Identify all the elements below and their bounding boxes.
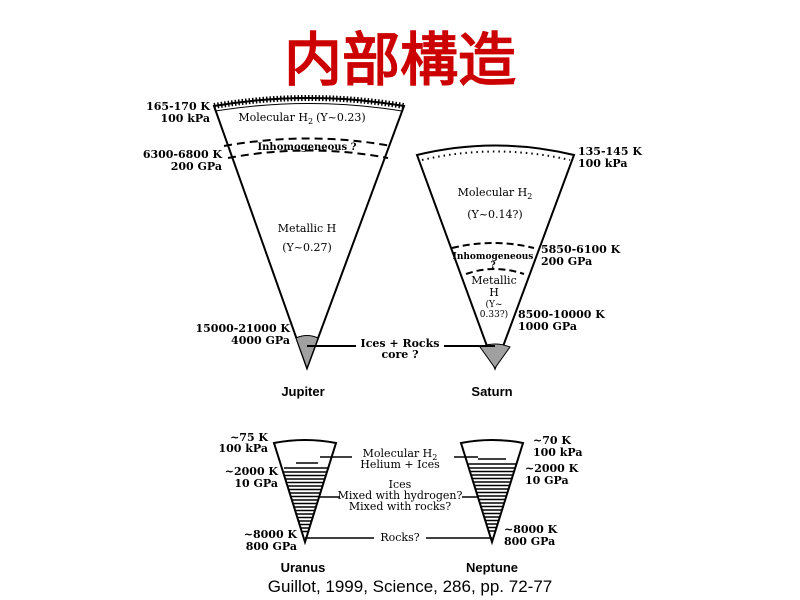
neptune-surface-pressure: 100 kPa — [533, 446, 583, 459]
jupiter-inhomogeneous-lower — [227, 149, 389, 159]
neptune-core-temp: ~8000 K — [504, 523, 558, 536]
saturn-atmosphere-dots — [421, 150, 571, 161]
saturn-inhomogeneous-label: Inhomogeneous — [453, 252, 534, 262]
jupiter-metallic-y: (Y~0.27) — [282, 241, 332, 254]
svg-text:Molecular H2: Molecular H2 — [458, 186, 533, 201]
icegiant-ices-label: Ices — [389, 478, 412, 491]
saturn-core-pressure: 1000 GPa — [518, 320, 577, 333]
saturn-inhomogeneous-q: ? — [490, 261, 495, 271]
neptune-mid-temp: ~2000 K — [525, 462, 579, 475]
neptune-wedge — [459, 439, 525, 546]
jupiter-molecular-label: Molecular H — [238, 111, 308, 124]
saturn-molecular-label: Molecular H — [458, 186, 528, 199]
uranus-core-temp: ~8000 K — [244, 528, 298, 541]
uranus-surface-temp: ~75 K — [230, 431, 268, 444]
citation: Guillot, 1999, Science, 286, pp. 72-77 — [268, 577, 552, 596]
saturn-metallic-y1: (Y~ — [486, 299, 503, 310]
saturn-core — [479, 343, 511, 369]
saturn-mid-pressure: 200 GPa — [541, 255, 592, 268]
saturn-mid-temp: 5850-6100 K — [541, 243, 621, 256]
jupiter-core — [295, 335, 319, 370]
saturn-core-temp: 8500-10000 K — [518, 308, 605, 321]
neptune-mid-pressure: 10 GPa — [525, 474, 569, 487]
uranus-diagram: ~75 K 100 kPa ~2000 K 10 GPa ~8000 K 800… — [218, 431, 338, 575]
svg-text:Molecular H2(Y~0.23): Molecular H2(Y~0.23) — [238, 111, 365, 126]
icegiant-helium-label: Helium + Ices — [360, 458, 440, 471]
saturn-metallic-h: H — [489, 286, 499, 299]
saturn-wedge — [415, 144, 576, 371]
shared-core-callout: Ices + Rocks core ? — [307, 337, 495, 361]
saturn-inhomogeneous-lower — [465, 268, 525, 275]
uranus-wedge — [272, 439, 338, 546]
saturn-surface-temp: 135-145 K — [578, 145, 642, 158]
icegiant-mixed-h-label: Mixed with hydrogen? — [338, 489, 463, 502]
icegiant-labels: Molecular H2 Helium + Ices Ices Mixed wi… — [305, 447, 492, 544]
uranus-core-pressure: 800 GPa — [246, 540, 297, 553]
icegiant-molecular-label: Molecular H — [363, 447, 433, 460]
jupiter-surface-pressure: 100 kPa — [160, 112, 210, 125]
neptune-diagram: ~70 K 100 kPa ~2000 K 10 GPa ~8000 K 800… — [459, 434, 583, 575]
uranus-name: Uranus — [281, 560, 326, 575]
saturn-molecular-y: (Y~0.14?) — [467, 208, 522, 221]
jupiter-surface-temp: 165-170 K — [146, 100, 210, 113]
neptune-surface-temp: ~70 K — [533, 434, 571, 447]
jupiter-name: Jupiter — [281, 384, 324, 399]
jupiter-inhomogeneous-label: Inhomogeneous ? — [257, 142, 356, 153]
svg-text:Molecular H2: Molecular H2 — [363, 447, 438, 462]
jupiter-core-pressure: 4000 GPa — [231, 334, 290, 347]
icegiant-mixed-r-label: Mixed with rocks? — [349, 500, 451, 513]
core-label-line2: core ? — [381, 348, 418, 361]
saturn-metallic-y2: 0.33?) — [480, 309, 508, 320]
jupiter-mid-pressure: 200 GPa — [171, 160, 222, 173]
jupiter-mid-temp: 6300-6800 K — [143, 148, 223, 161]
neptune-core-pressure: 800 GPa — [504, 535, 555, 548]
uranus-surface-pressure: 100 kPa — [218, 442, 268, 455]
icegiant-rocks-label: Rocks? — [380, 531, 419, 544]
saturn-metallic-label: Metallic — [471, 274, 516, 287]
uranus-mid-temp: ~2000 K — [225, 465, 279, 478]
uranus-mid-pressure: 10 GPa — [234, 477, 278, 490]
jupiter-diagram: Molecular H2(Y~0.23) Inhomogeneous ? Met… — [143, 95, 406, 399]
saturn-name: Saturn — [471, 384, 512, 399]
neptune-name: Neptune — [466, 560, 518, 575]
jupiter-atmosphere-band — [213, 95, 405, 109]
core-label-line1: Ices + Rocks — [361, 337, 440, 350]
saturn-diagram: Molecular H2 (Y~0.14?) Inhomogeneous ? M… — [415, 144, 642, 399]
jupiter-core-temp: 15000-21000 K — [196, 322, 291, 335]
jupiter-inhomogeneous-upper — [223, 137, 392, 147]
page-title: 内部構造 — [284, 26, 516, 94]
saturn-surface-pressure: 100 kPa — [578, 157, 628, 170]
jupiter-metallic-label: Metallic H — [278, 222, 337, 235]
